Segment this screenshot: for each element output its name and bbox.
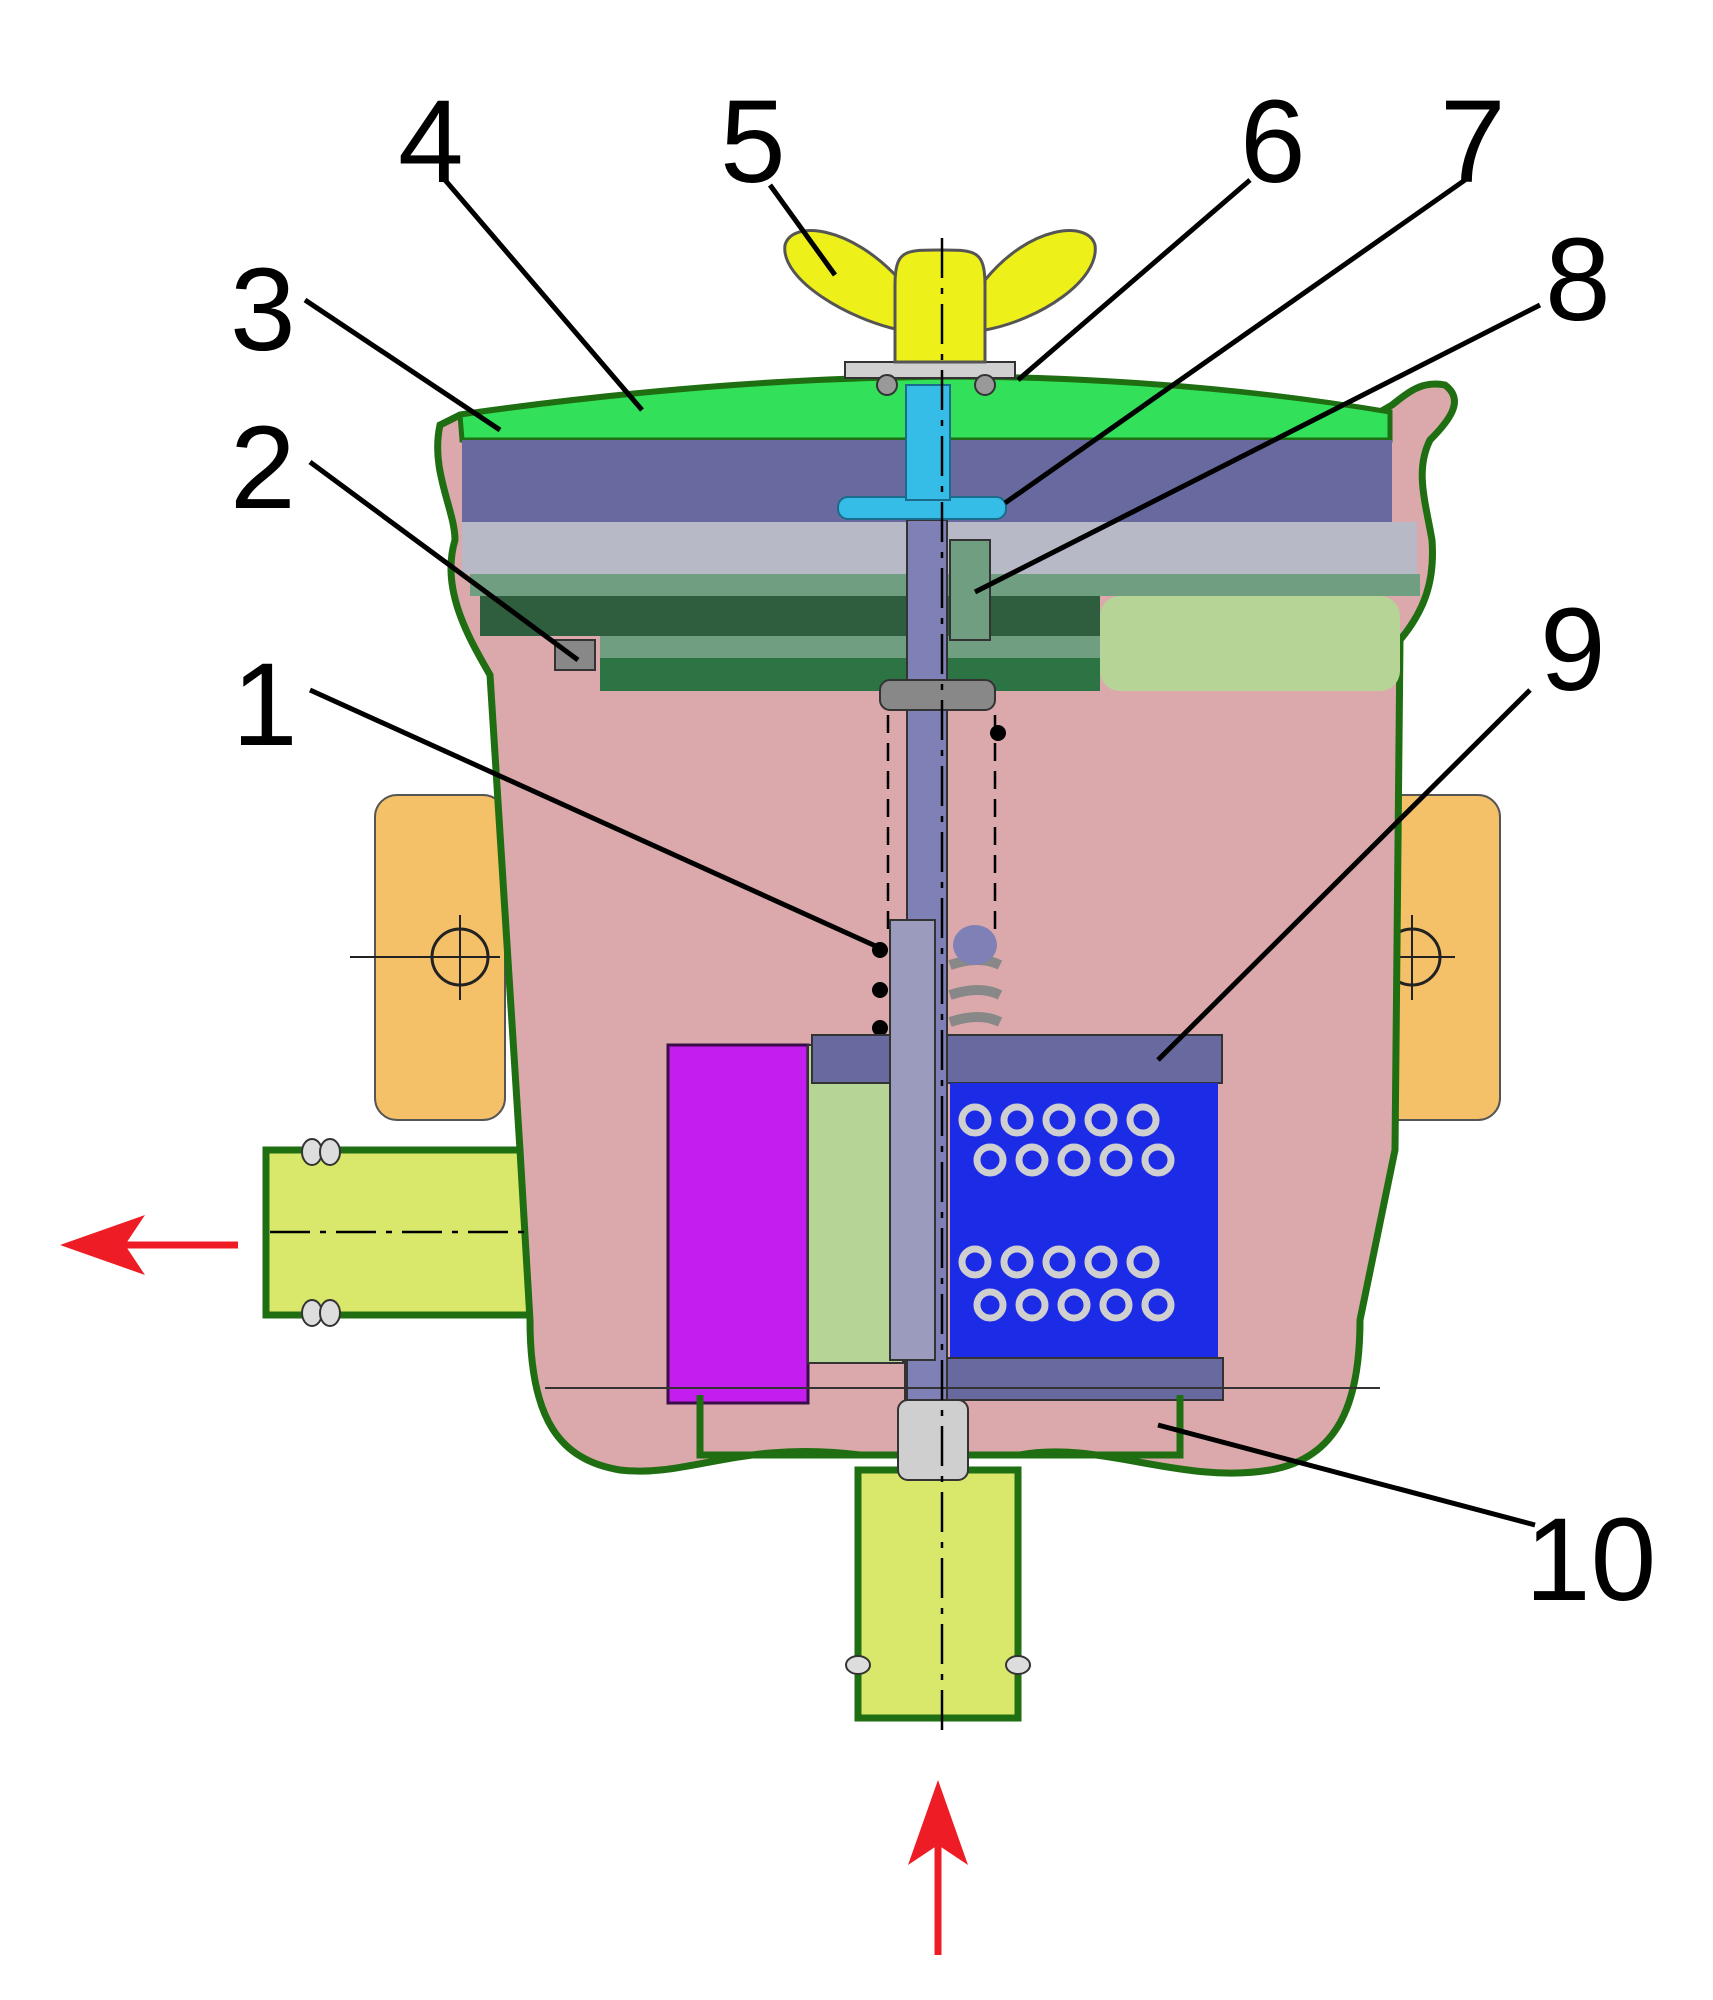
seal-dark: [480, 596, 1100, 636]
callout-labels: 1 2 3 4 5 6 7 8 9 10: [230, 76, 1656, 1626]
wing-nut: [783, 229, 1097, 364]
stud-sleeve: [889, 919, 936, 1361]
mesh-hole: [1084, 1245, 1118, 1279]
callout-label: 8: [1545, 214, 1611, 346]
leader-6: [1016, 178, 1252, 382]
mounting-lugs: [350, 794, 1501, 1121]
inlet-pipe: [845, 1466, 1031, 1722]
inlet-flow-arrow-up: [908, 1780, 968, 1955]
mesh-hole: [1084, 1103, 1118, 1137]
inlet-clamp-left: [845, 1655, 871, 1675]
spring-coil: [948, 985, 1003, 1000]
spring-seat: [953, 925, 997, 965]
leader-3: [303, 297, 502, 433]
mesh-hole: [1042, 1103, 1076, 1137]
callout-label: 10: [1525, 1494, 1656, 1626]
callout-label: 6: [1240, 76, 1306, 208]
mesh-hole: [1126, 1245, 1160, 1279]
mesh-hole: [1042, 1245, 1076, 1279]
leader-9: [1156, 688, 1532, 1062]
callout-label: 5: [720, 76, 786, 208]
inlet-clamp-right: [1005, 1655, 1031, 1675]
mesh-hole: [1015, 1143, 1049, 1177]
mesh-hole: [1099, 1288, 1133, 1322]
mesh-hole: [973, 1143, 1007, 1177]
leader-4: [443, 178, 644, 412]
outlet-pipe: [262, 1138, 535, 1327]
leader-lines: [303, 177, 1542, 1528]
wing-nut-right-wing: [983, 229, 1097, 332]
leader-10: [1157, 1422, 1536, 1528]
mesh-hole: [1057, 1143, 1091, 1177]
wing-nut-left-wing: [783, 229, 902, 332]
seal-green-bottom: [600, 658, 1100, 691]
o-ring-left: [876, 374, 898, 396]
callout-label: 1: [232, 639, 298, 771]
outlet-flow-arrow-left: [60, 1215, 238, 1275]
callout-label: 4: [398, 76, 464, 208]
seal-light-block: [1100, 596, 1400, 691]
callout-label: 7: [1440, 76, 1506, 208]
callout-label: 9: [1540, 584, 1606, 716]
spring-outline: [872, 715, 1006, 1036]
flow-arrows: [60, 1215, 968, 1955]
wing-nut-body: [893, 248, 987, 364]
spring-coil: [948, 1012, 1003, 1027]
drain-plug: [897, 1399, 969, 1481]
mesh-hole: [973, 1288, 1007, 1322]
spring-coil-dot: [872, 1020, 888, 1036]
spring-coil-dot: [872, 982, 888, 998]
mesh-hole: [1126, 1103, 1160, 1137]
mesh-hole: [1057, 1288, 1091, 1322]
spring-coil-dot: [990, 725, 1006, 741]
internal-channel: [545, 1387, 1380, 1459]
leader-1: [308, 687, 882, 951]
o-ring-right: [974, 374, 996, 396]
leader-2: [308, 459, 580, 663]
outlet-clamp-top-2: [319, 1138, 341, 1166]
leader-7: [1003, 177, 1467, 506]
mesh-hole: [1141, 1143, 1175, 1177]
mesh-hole: [1141, 1288, 1175, 1322]
magnet: [666, 1043, 810, 1405]
seal-green-lower: [600, 636, 1100, 658]
filter-bottom-plate: [904, 1357, 1224, 1401]
filter-element: [811, 1034, 1224, 1401]
mesh-hole: [1015, 1288, 1049, 1322]
central-stud: [879, 519, 996, 1481]
outlet-clamp-bottom-2: [319, 1299, 341, 1327]
callout-label: 3: [230, 244, 296, 376]
blue-sleeve: [905, 384, 951, 501]
leader-5: [767, 183, 838, 277]
mesh-hole: [1000, 1245, 1034, 1279]
mesh-hole: [958, 1103, 992, 1137]
mesh-hole: [958, 1245, 992, 1279]
mesh-hole: [1000, 1103, 1034, 1137]
mesh-hole: [1099, 1143, 1133, 1177]
stud-collar: [879, 679, 996, 711]
leader-8: [973, 302, 1542, 595]
magnet-holder: [807, 1044, 904, 1364]
filter-mesh-holes: [958, 1103, 1175, 1322]
callout-label: 2: [230, 402, 296, 534]
